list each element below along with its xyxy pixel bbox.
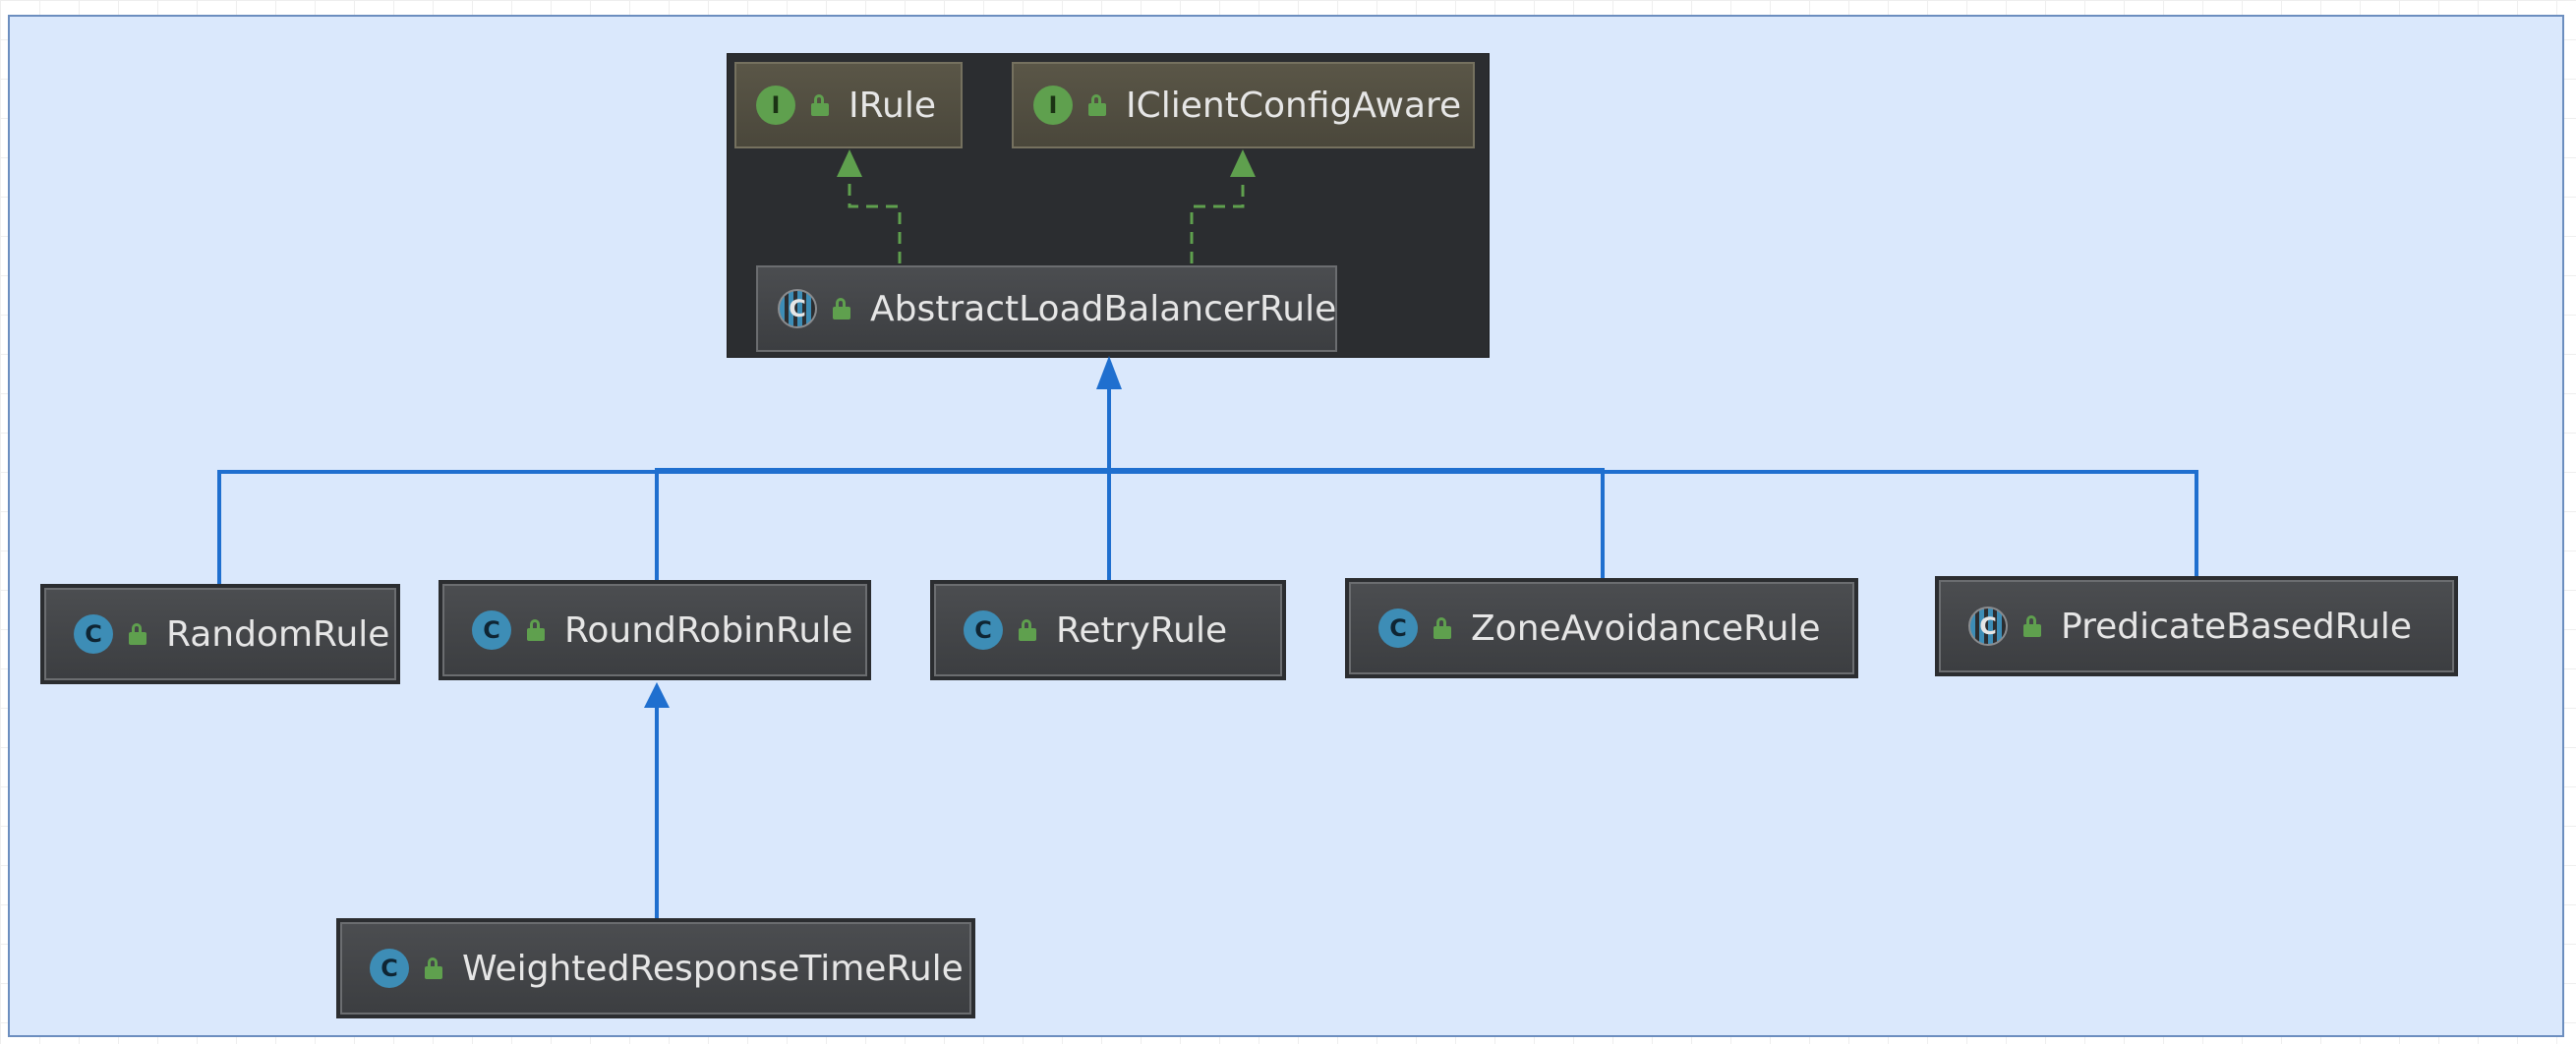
public-lock-icon: [425, 957, 442, 979]
node-retryrule[interactable]: C RetryRule: [934, 584, 1282, 676]
node-irule[interactable]: I IRule: [734, 62, 963, 148]
public-lock-icon: [1088, 94, 1106, 116]
node-abstractloadbalancerrule[interactable]: C AbstractLoadBalancerRule: [756, 265, 1337, 352]
node-randomrule[interactable]: C RandomRule: [44, 588, 396, 680]
class-icon: C: [964, 610, 1003, 650]
public-lock-icon: [1434, 617, 1451, 639]
node-label: PredicateBasedRule: [2061, 606, 2413, 647]
node-weightedresponsetimerule[interactable]: C WeightedResponseTimeRule: [340, 922, 971, 1015]
public-lock-icon: [2023, 615, 2041, 637]
abstract-class-icon: C: [1968, 607, 2008, 646]
node-label: IClientConfigAware: [1126, 85, 1462, 126]
public-lock-icon: [811, 94, 829, 116]
node-iclientconfigaware[interactable]: I IClientConfigAware: [1012, 62, 1475, 148]
node-zoneavoidancerule[interactable]: C ZoneAvoidanceRule: [1349, 582, 1854, 674]
node-label: AbstractLoadBalancerRule: [870, 288, 1337, 329]
interface-icon: I: [1033, 86, 1073, 125]
node-label: RetryRule: [1056, 609, 1228, 651]
node-label: IRule: [849, 85, 936, 126]
public-lock-icon: [833, 298, 850, 319]
node-label: WeightedResponseTimeRule: [462, 948, 964, 989]
node-label: RandomRule: [166, 613, 390, 655]
public-lock-icon: [527, 619, 545, 641]
node-roundrobinrule[interactable]: C RoundRobinRule: [442, 584, 867, 676]
class-icon: C: [472, 610, 511, 650]
interface-icon: I: [756, 86, 795, 125]
class-icon: C: [1378, 609, 1418, 648]
public-lock-icon: [129, 623, 146, 645]
node-predicatebasedrule[interactable]: C PredicateBasedRule: [1939, 580, 2454, 672]
public-lock-icon: [1019, 619, 1036, 641]
node-label: RoundRobinRule: [564, 609, 853, 651]
abstract-class-icon: C: [778, 289, 817, 328]
class-icon: C: [370, 949, 409, 988]
class-icon: C: [74, 614, 113, 654]
node-label: ZoneAvoidanceRule: [1471, 608, 1821, 649]
